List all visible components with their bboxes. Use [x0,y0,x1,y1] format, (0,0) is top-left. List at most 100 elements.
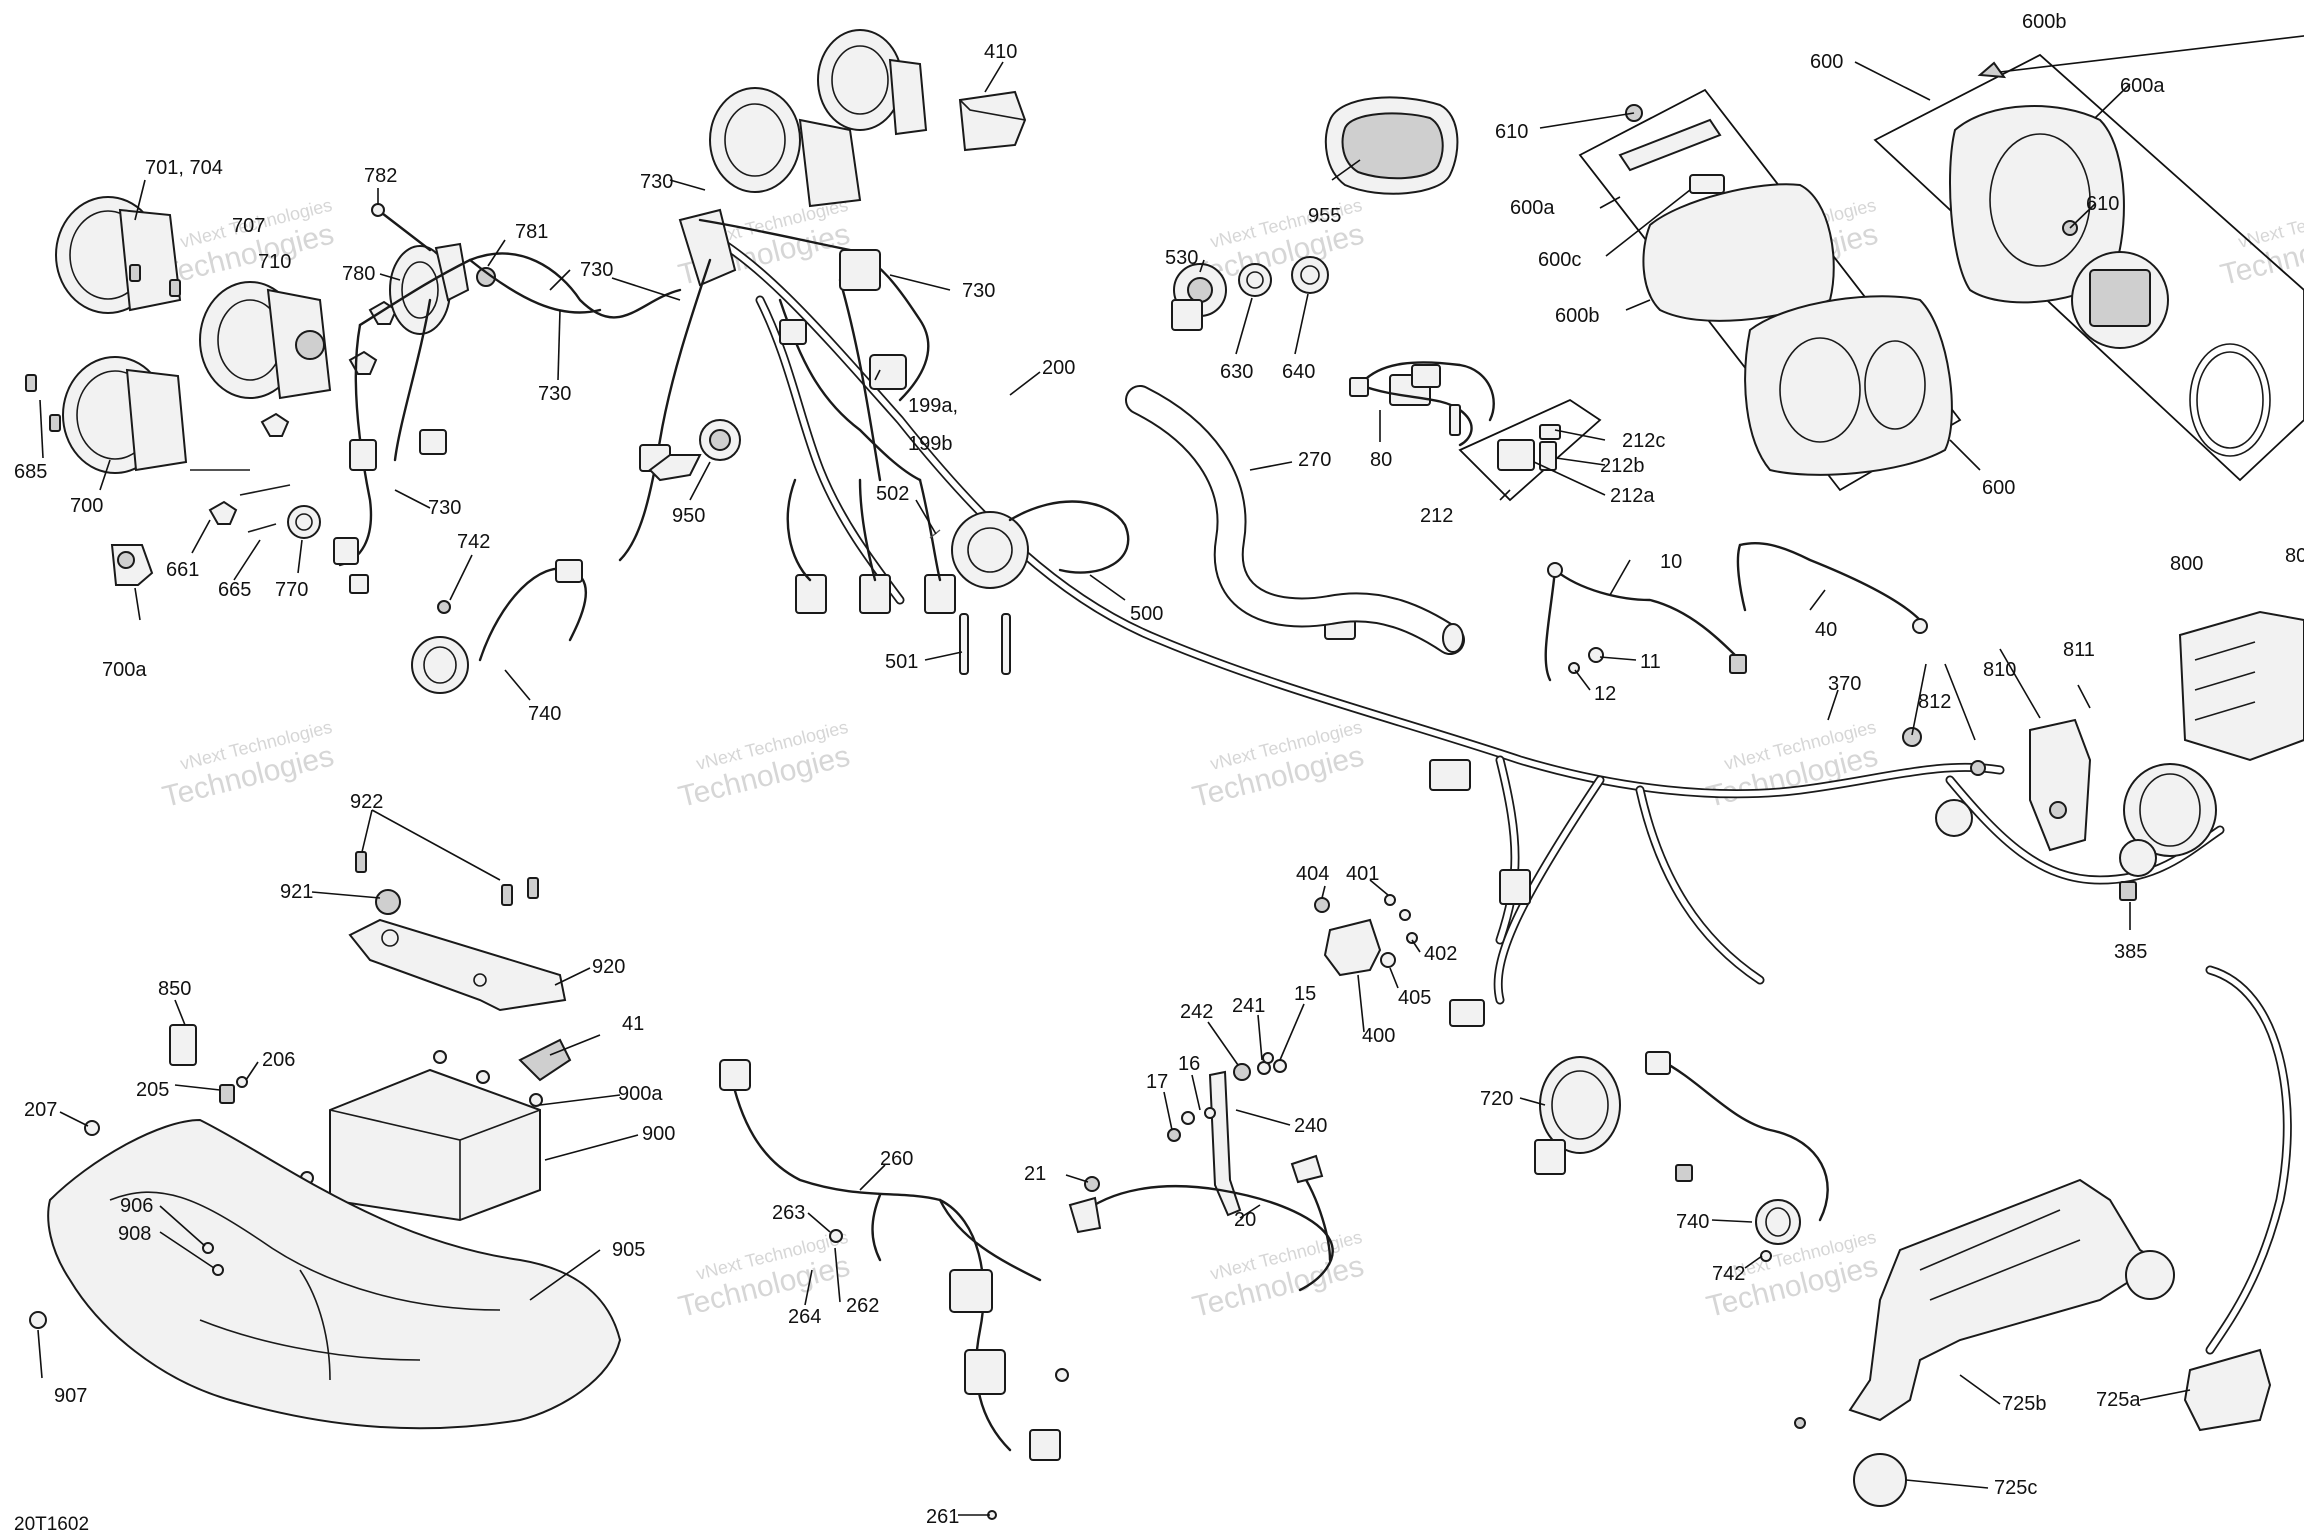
callout-908: 908 [118,1223,151,1245]
callout-770: 770 [275,579,308,601]
callout-661: 661 [166,559,199,581]
callout-501: 501 [885,651,918,673]
callout-850: 850 [158,978,191,1000]
callout-922: 922 [350,791,383,813]
watermark: vNext Technologies Technologies [159,717,337,814]
watermark: vNext Technologies Technologies [675,717,853,814]
socket-770 [247,505,321,539]
battery-tray-905 [29,1024,622,1430]
callout-530: 530 [1165,247,1198,269]
battery-cables [1544,541,1928,682]
harness-740 [411,559,588,694]
harness-260 [719,1059,1069,1520]
callout-21: 21 [1024,1163,1046,1185]
callout-263: 263 [772,1202,805,1224]
callout-401: 401 [1346,863,1379,885]
watermark: vNext Technologies Technologies [1703,717,1881,814]
callout-610: 610 [1495,121,1528,143]
callout-725a: 725a [2096,1389,2141,1411]
bulb-700a [110,544,154,586]
bracket-920 [348,851,567,1012]
callout-742: 742 [1712,1263,1745,1285]
callout-955: 955 [1308,205,1341,227]
fog-light-720 [1534,1051,1829,1262]
headlight-cluster [25,196,398,586]
harness-connector [1429,759,1471,791]
callout-907: 907 [54,1385,87,1407]
callout-370: 370 [1828,673,1861,695]
callout-500: 500 [1130,603,1163,625]
callout-810: 810 [1983,659,2016,681]
callout-502: 502 [876,483,909,505]
headlight-701 [55,196,182,314]
callout-205: 205 [136,1079,169,1101]
callout-640: 640 [1282,361,1315,383]
harness-center [618,218,956,614]
callout-800: 800 [2170,553,2203,575]
callout-405: 405 [1398,987,1431,1009]
callout-600b: 600b [2022,11,2067,33]
callout-600a: 600a [2120,75,2165,97]
harness-connector [1499,869,1531,905]
callout-900a: 900a [618,1083,663,1105]
callout-264: 264 [788,1306,821,1328]
callout-730: 730 [580,259,613,281]
callout-270: 270 [1298,449,1331,471]
callout-811: 811 [2063,639,2095,661]
callout-725c: 725c [1994,1477,2037,1499]
callout-212: 212 [1420,505,1453,527]
display-955 [1324,96,1459,195]
callout-207: 207 [24,1099,57,1121]
callout-260: 260 [880,1148,913,1170]
callout-242: 242 [1180,1001,1213,1023]
callout-920: 920 [592,956,625,978]
callout-262: 262 [846,1295,879,1317]
ignition-500 [929,500,1130,675]
callout-780: 780 [342,263,375,285]
headlight-710 [199,281,332,400]
headlight-700 [62,356,188,474]
callout-725b: 725b [2002,1393,2047,1415]
callout-906: 906 [120,1195,153,1217]
callout-40: 40 [1815,619,1837,641]
callout-665: 665 [218,579,251,601]
callout-20: 20 [1234,1209,1256,1231]
callout-921: 921 [280,881,313,903]
harness-connector [1449,999,1485,1027]
callout-950: 950 [672,505,705,527]
callout-740: 740 [1676,1211,1709,1233]
callout-700a: 700a [102,659,147,681]
callout-630: 630 [1220,361,1253,383]
callout-781: 781 [515,221,548,243]
callout-812: 812 [1918,691,1951,713]
callout-240: 240 [1294,1115,1327,1137]
callout-41: 41 [622,1013,644,1035]
callout-610: 610 [2086,193,2119,215]
relay-400 [1314,894,1418,977]
callout-700: 700 [70,495,103,517]
sub-harness-80 [1349,361,1602,502]
callout-212b: 212b [1600,455,1645,477]
callout-10: 10 [1660,551,1682,573]
callout-730: 730 [962,280,995,302]
switch-950 [648,419,741,482]
callout-261: 261 [926,1506,959,1528]
harness-730-left [333,252,682,594]
callout-404: 404 [1296,863,1329,885]
callout-782: 782 [364,165,397,187]
callout-labels: 410 600b 600 600a 610 610 730 730 730 73… [14,11,2304,1528]
callout-600a: 600a [1510,197,1555,219]
watermark: vNext Technologies Technologies [675,1227,853,1324]
callout-730: 730 [428,497,461,519]
callout-385: 385 [2114,941,2147,963]
callout-730: 730 [538,383,571,405]
callout-212c: 212c [1622,430,1665,452]
battery-900 [300,1038,572,1222]
callout-212a: 212a [1610,485,1655,507]
callout-402: 402 [1424,943,1457,965]
callout-15: 15 [1294,983,1316,1005]
callout-241: 241 [1232,995,1265,1017]
callout-685: 685 [14,461,47,483]
taillights-top [678,29,928,287]
